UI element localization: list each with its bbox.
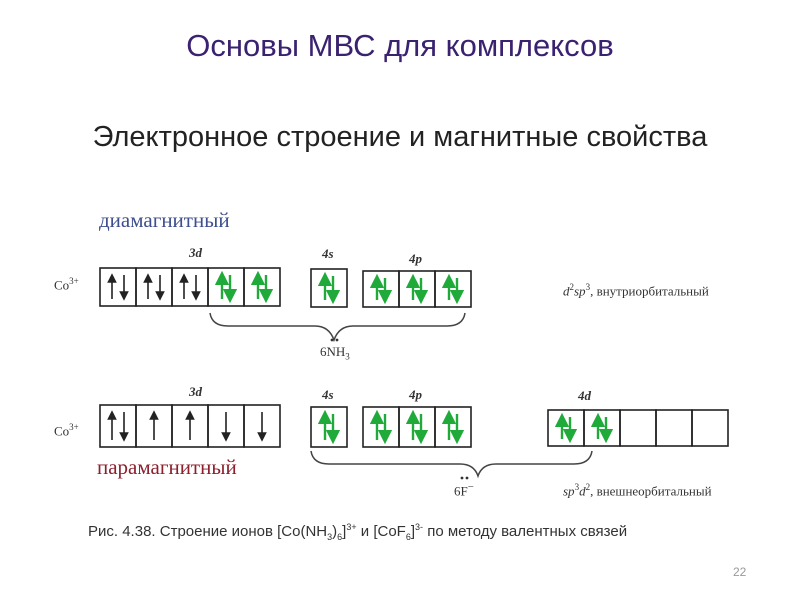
brace-bottom <box>310 450 593 479</box>
orbital-box <box>207 267 245 307</box>
orbital-box <box>619 409 657 447</box>
ion-label-bottom: Co3+ <box>54 422 79 439</box>
orbital-label-3d-top: 3d <box>189 245 202 260</box>
orbital-label-4s-top: 4s <box>322 246 334 261</box>
lone-pair-dots <box>330 338 469 480</box>
orbital-boxes <box>99 267 729 448</box>
orbital-box <box>655 409 693 447</box>
orbital-label-4p-top: 4p <box>409 251 422 266</box>
orbital-box <box>310 268 348 308</box>
ligand-label-bottom: 6F− <box>454 481 474 499</box>
ligand-braces <box>209 312 593 479</box>
paramagnetic-label: парамагнитный <box>97 455 237 479</box>
page-number: 22 <box>733 565 747 579</box>
orbital-box <box>171 267 209 307</box>
ion-label-top: Co3+ <box>54 276 79 293</box>
orbital-box <box>583 409 621 447</box>
orbital-label-4d-bottom: 4d <box>578 388 591 403</box>
orbital-label-3d-bottom: 3d <box>189 384 202 399</box>
orbital-box <box>243 404 281 448</box>
orbital-box <box>362 270 400 308</box>
hybridization-bottom: sp3d2, внешнеорбитальный <box>563 482 712 499</box>
orbital-box <box>691 409 729 447</box>
orbital-box <box>243 267 281 307</box>
orbital-box <box>398 270 436 308</box>
orbital-box <box>434 406 472 448</box>
diamagnetic-label: диамагнитный <box>99 208 230 232</box>
orbital-box <box>99 404 137 448</box>
ligand-label-top: 6NH3 <box>320 344 350 362</box>
orbital-box <box>99 267 137 307</box>
orbital-box <box>434 270 472 308</box>
orbital-box <box>135 267 173 307</box>
orbital-box <box>398 406 436 448</box>
figure-caption: Рис. 4.38. Строение ионов [Co(NH3)6]3+ и… <box>88 522 628 542</box>
hybridization-top: d2sp3, внутриорбитальный <box>563 282 709 299</box>
slide-title: Основы МВС для комплексов <box>186 28 614 63</box>
orbital-label-4p-bottom: 4p <box>409 387 422 402</box>
brace-top <box>209 312 466 343</box>
orbital-box <box>310 406 348 448</box>
orbital-box <box>362 406 400 448</box>
orbital-label-4s-bottom: 4s <box>322 387 334 402</box>
orbital-box <box>547 409 585 447</box>
electron-arrows <box>107 270 614 445</box>
slide-subtitle: Электронное строение и магнитные свойств… <box>92 121 708 153</box>
